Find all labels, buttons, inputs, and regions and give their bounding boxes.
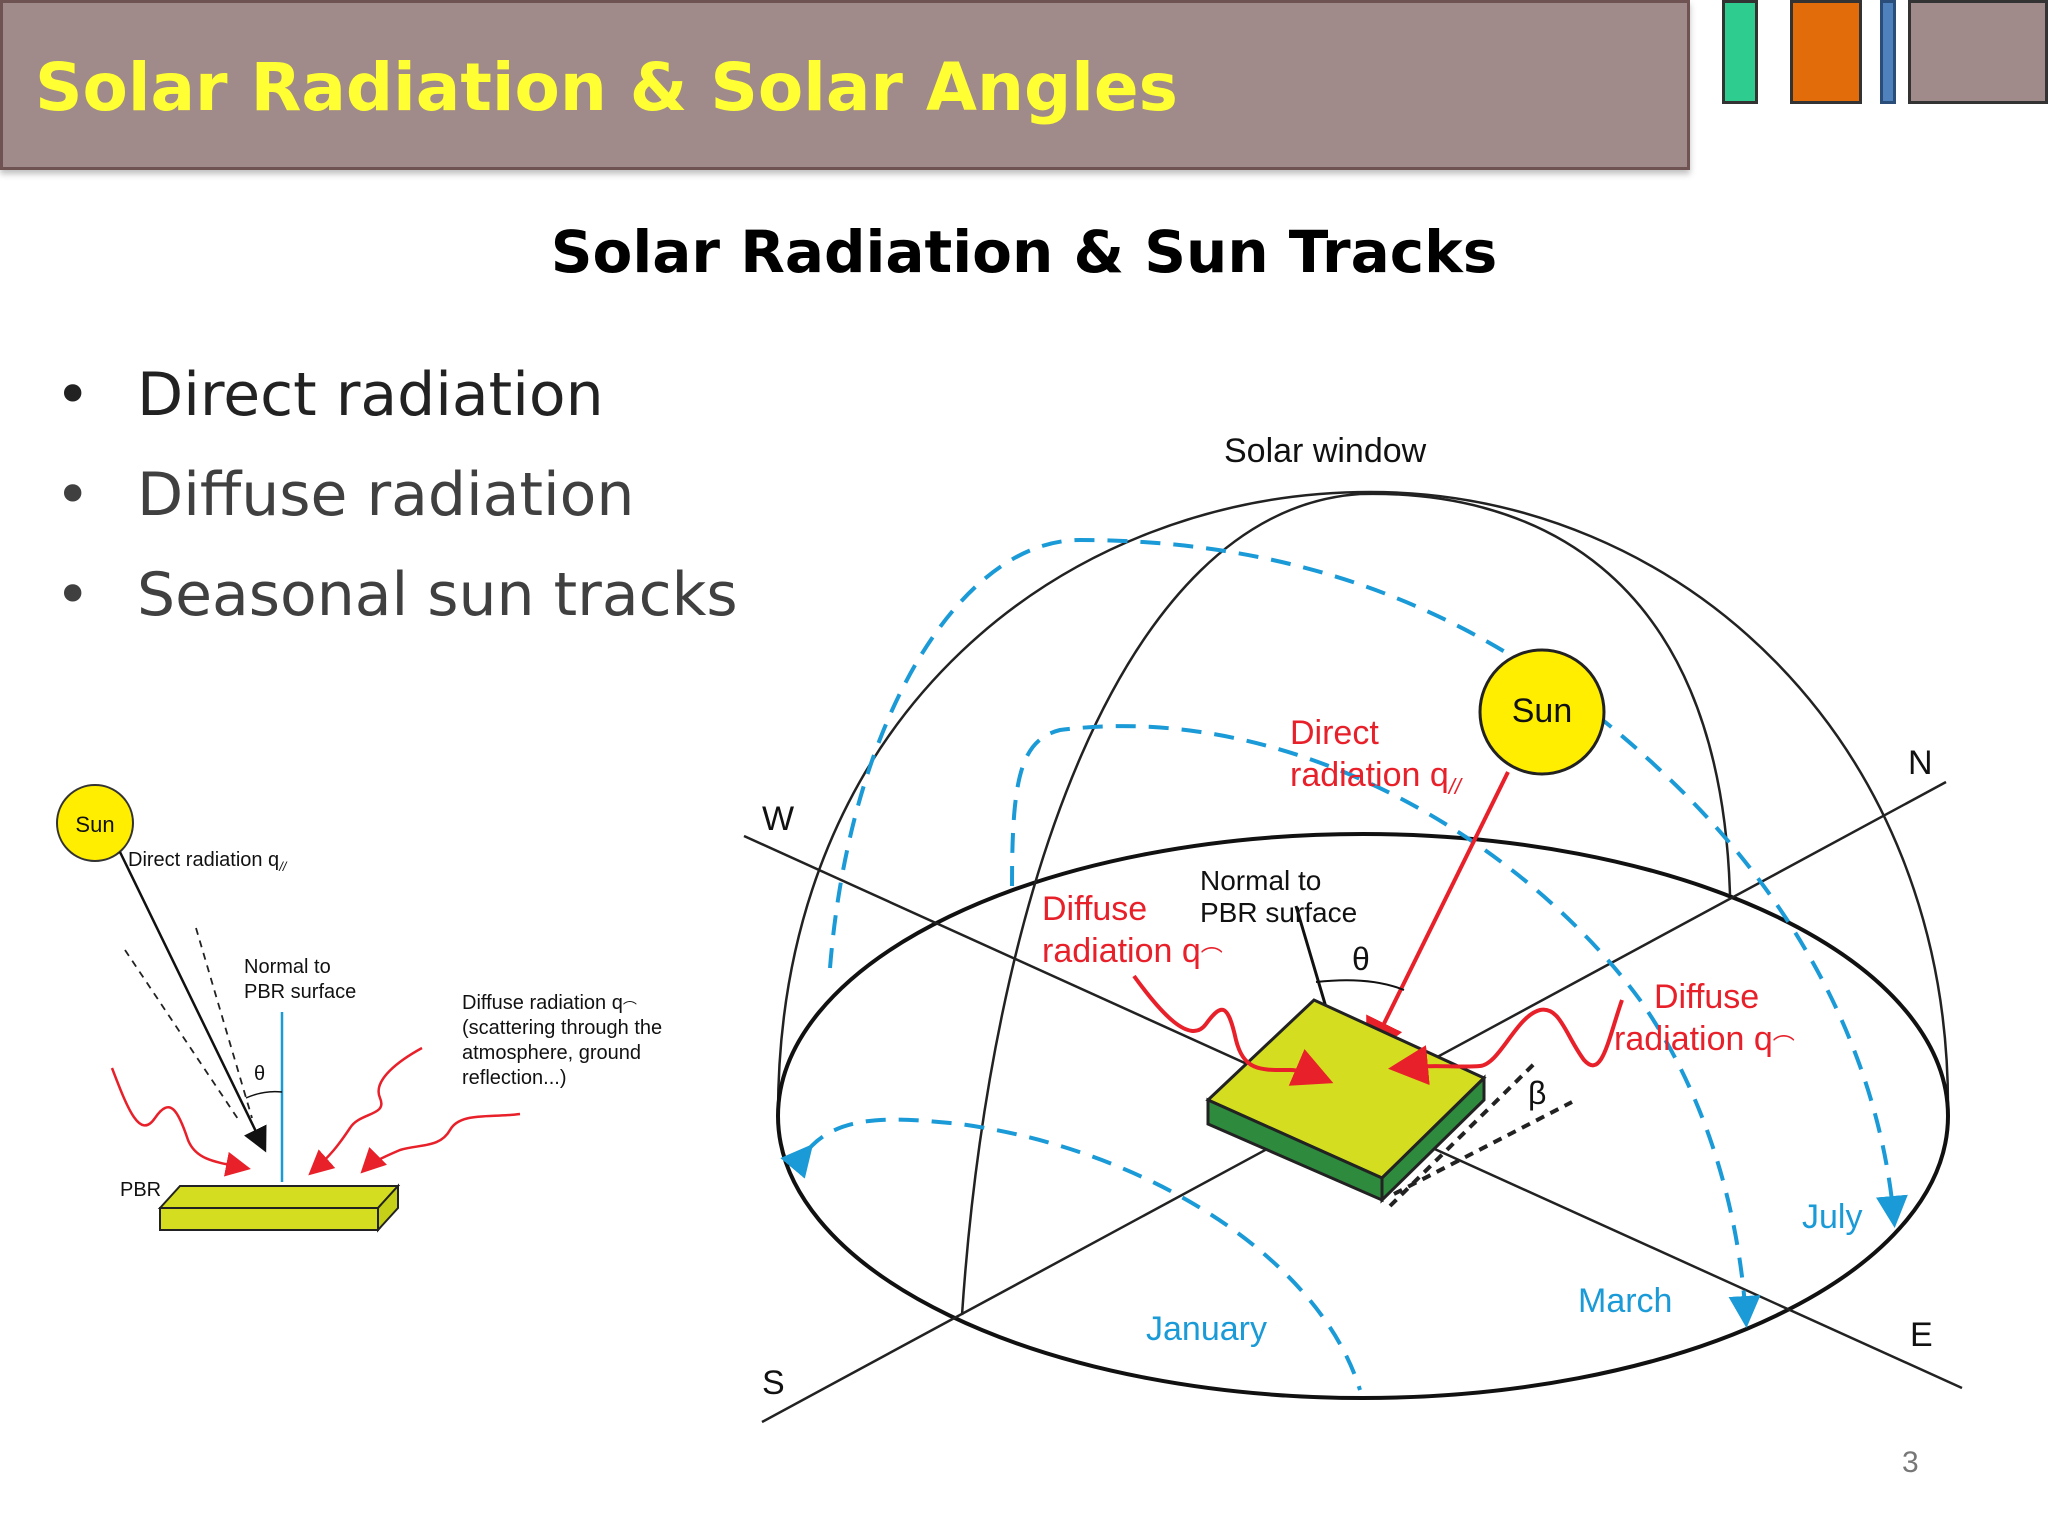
small-normal-label: PBR surface bbox=[244, 981, 356, 1003]
title-bar: Solar Radiation & Solar Angles bbox=[0, 0, 1690, 170]
page-number: 3 bbox=[1902, 1446, 1919, 1479]
direct-radiation-label: radiation q// bbox=[1290, 756, 1463, 799]
tilt-dash bbox=[1393, 1100, 1573, 1196]
compass-south: S bbox=[762, 1364, 785, 1402]
march-sun-track bbox=[1010, 724, 1761, 1328]
small-diffuse-label: Diffuse radiation q⌒ bbox=[462, 992, 637, 1016]
diffuse-right-label: Diffuse bbox=[1654, 978, 1759, 1016]
month-label-january: January bbox=[1146, 1310, 1267, 1348]
small-direct-ray bbox=[118, 851, 267, 1153]
horizon-ellipse bbox=[776, 832, 1950, 1400]
large-theta-arc bbox=[1315, 979, 1405, 991]
direct-radiation-arrow bbox=[1366, 771, 1510, 1060]
small-normal-label: Normal to bbox=[244, 956, 331, 978]
small-pbr-side bbox=[377, 1183, 399, 1233]
large-normal-label: PBR surface bbox=[1200, 897, 1357, 928]
small-sun bbox=[56, 784, 134, 862]
bullet-item: •Seasonal sun tracks bbox=[55, 560, 738, 630]
month-label-march: March bbox=[1578, 1282, 1672, 1320]
large-normal-label: Normal to bbox=[1200, 865, 1321, 896]
month-label-july: July bbox=[1802, 1198, 1862, 1236]
small-sun-label: Sun bbox=[75, 812, 114, 837]
bullet-list: •Direct radiation •Diffuse radiation •Se… bbox=[55, 360, 738, 660]
decor-teal-block bbox=[1722, 0, 1758, 104]
beta-label: β bbox=[1528, 1075, 1546, 1111]
large-theta: θ bbox=[1352, 941, 1370, 977]
small-diffuse-label: reflection...) bbox=[462, 1067, 566, 1089]
meridian-arc bbox=[1359, 492, 1732, 896]
decor-blue-bar bbox=[1880, 0, 1896, 104]
solar-window-label: Solar window bbox=[1224, 432, 1427, 470]
bullet-item: •Diffuse radiation bbox=[55, 460, 635, 530]
diffuse-right-label: radiation q⌒ bbox=[1614, 1020, 1795, 1059]
small-pbr-label: PBR bbox=[120, 1179, 161, 1201]
diffuse-left-label: radiation q⌒ bbox=[1042, 932, 1223, 971]
small-dashed-line bbox=[124, 949, 241, 1123]
large-sun bbox=[1478, 648, 1606, 776]
dome-outline bbox=[776, 490, 1950, 1115]
decor-mauve-block bbox=[1908, 0, 2048, 104]
small-diffuse-arrow bbox=[360, 1112, 521, 1174]
slide-header-title: Solar Radiation & Solar Angles bbox=[35, 49, 1178, 126]
meridian-arc bbox=[960, 492, 1361, 1316]
diffuse-arrow-right bbox=[1388, 999, 1624, 1086]
bullet-item: •Direct radiation bbox=[55, 360, 604, 430]
small-diffuse-label: (scattering through the bbox=[462, 1017, 662, 1039]
large-sun-label: Sun bbox=[1512, 692, 1573, 730]
compass-north: N bbox=[1908, 744, 1933, 782]
decor-orange-block bbox=[1790, 0, 1862, 104]
diffuse-arrow-left bbox=[1132, 974, 1334, 1086]
small-theta-arc bbox=[245, 1090, 283, 1099]
compass-west: W bbox=[762, 800, 794, 838]
small-diffuse-arrow bbox=[308, 1046, 423, 1176]
compass-east: E bbox=[1910, 1316, 1933, 1354]
july-sun-track bbox=[828, 537, 1908, 1228]
direct-radiation-label: Direct bbox=[1290, 714, 1379, 752]
small-theta: θ bbox=[254, 1063, 265, 1085]
large-pbr-side bbox=[1380, 1074, 1486, 1204]
slide-subtitle: Solar Radiation & Sun Tracks bbox=[550, 218, 1498, 286]
small-direct-label: Direct radiation q// bbox=[128, 849, 288, 874]
small-diffuse-arrow bbox=[110, 1067, 251, 1177]
january-sun-track bbox=[780, 1117, 1362, 1391]
diffuse-left-label: Diffuse bbox=[1042, 890, 1147, 928]
small-diffuse-label: atmosphere, ground bbox=[462, 1042, 641, 1064]
